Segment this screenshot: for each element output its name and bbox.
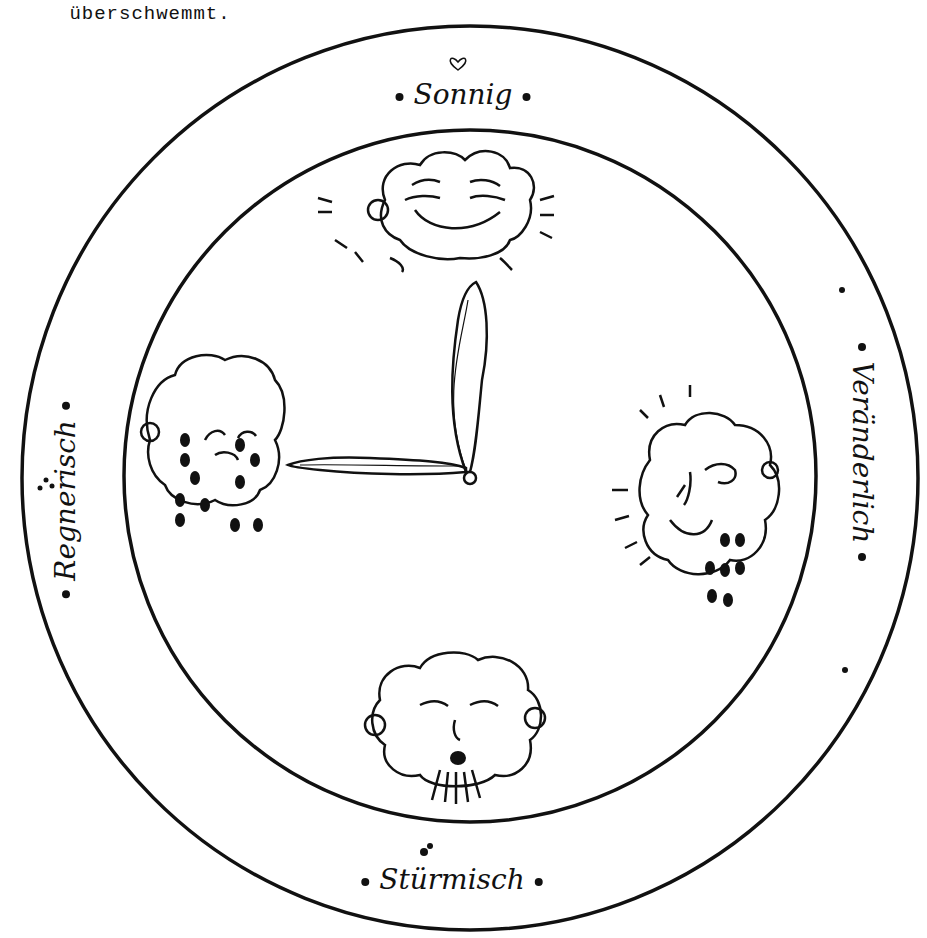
label-dot bbox=[522, 93, 530, 101]
face-changeable bbox=[612, 385, 779, 574]
stormy-mouth bbox=[450, 751, 466, 765]
weather-label: Stürmisch bbox=[379, 865, 524, 896]
weather-label: Veränderlich bbox=[847, 361, 878, 543]
inner-ring bbox=[124, 130, 816, 822]
label-dot bbox=[62, 402, 70, 410]
label-dot bbox=[396, 93, 404, 101]
label-dot bbox=[361, 878, 369, 886]
clock-hands bbox=[288, 282, 487, 484]
raindrops-right bbox=[705, 533, 745, 607]
label-dot bbox=[535, 878, 543, 886]
label-dot bbox=[62, 590, 70, 598]
label-dot bbox=[858, 343, 866, 351]
label-dot bbox=[858, 553, 866, 561]
outer-ring bbox=[22, 26, 918, 930]
weather-label: Sonnig bbox=[414, 80, 513, 111]
weather-label: Regnerisch bbox=[51, 420, 82, 581]
face-stormy bbox=[365, 652, 545, 804]
raindrops-left bbox=[175, 433, 263, 532]
note-text: überschwemmt. bbox=[69, 4, 230, 25]
tiny-symbols bbox=[38, 58, 849, 856]
face-sunny bbox=[318, 151, 554, 272]
face-rainy bbox=[141, 355, 284, 505]
